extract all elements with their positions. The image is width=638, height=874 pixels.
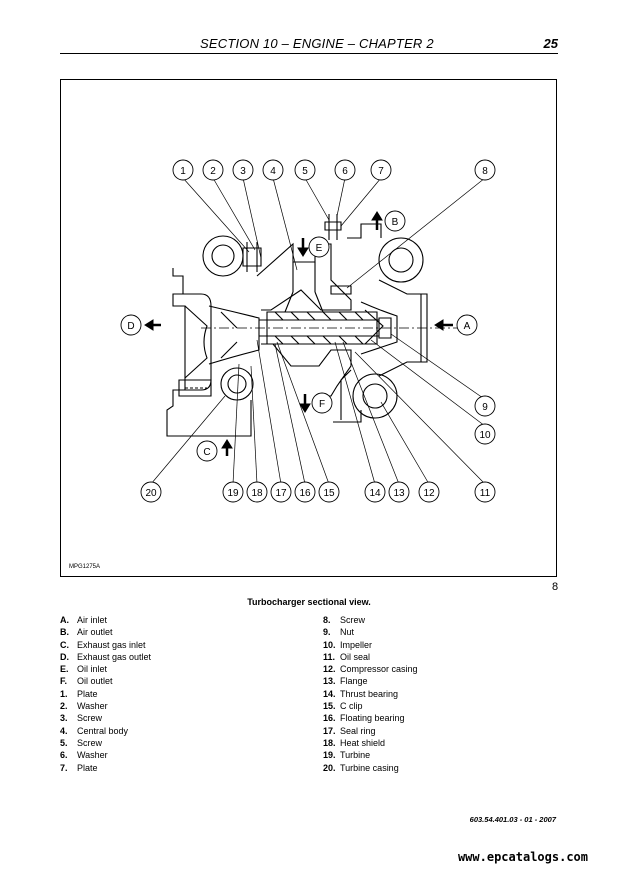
legend-item: B.Air outlet — [60, 627, 113, 638]
callout-16: 16 — [299, 488, 311, 499]
callout-3: 3 — [240, 166, 246, 177]
callout-19: 19 — [227, 488, 239, 499]
legend-item: 20.Turbine casing — [323, 762, 399, 773]
callout-8: 8 — [482, 166, 488, 177]
header-rule — [60, 53, 558, 54]
legend-item: A.Air inlet — [60, 615, 108, 625]
legend-item: 15.C clip — [323, 701, 363, 712]
section-title: SECTION 10 – ENGINE – CHAPTER 2 — [200, 36, 434, 51]
callout-14: 14 — [369, 488, 381, 499]
page-number: 25 — [543, 36, 558, 51]
callout-18: 18 — [251, 488, 263, 499]
callout-13: 13 — [393, 488, 405, 499]
legend-item: 1.Plate — [60, 688, 98, 699]
legend-item: 3.Screw — [60, 713, 103, 724]
callout-15: 15 — [323, 488, 335, 499]
legend-item: 7.Plate — [60, 762, 98, 773]
legend-item: D.Exhaust gas outlet — [60, 651, 152, 662]
callout-5: 5 — [302, 166, 308, 177]
legend-item: E.Oil inlet — [60, 664, 108, 675]
legend-item: 6.Washer — [60, 750, 108, 761]
legend-item: 4.Central body — [60, 725, 129, 736]
document-number: 603.54.401.03 - 01 - 2007 — [469, 815, 556, 824]
legend-item: 13.Flange — [323, 676, 368, 687]
legend-column-right: 8.Screw 9.Nut 10.Impeller 11.Oil seal 12… — [323, 614, 418, 774]
legend-item: 16.Floating bearing — [323, 713, 405, 724]
legend-item: 11.Oil seal — [323, 651, 371, 662]
figure-frame: 1 2 3 4 5 6 7 8 9 10 11 12 13 14 15 16 1… — [60, 79, 557, 577]
callout-11: 11 — [480, 488, 491, 499]
figure-number: 8 — [552, 581, 559, 593]
legend-item: 8.Screw — [323, 615, 366, 625]
legend-item: 5.Screw — [60, 737, 103, 748]
legend-item: 14.Thrust bearing — [323, 688, 399, 699]
callout-10: 10 — [479, 430, 491, 441]
legend-item: 18.Heat shield — [323, 737, 386, 748]
callout-6: 6 — [342, 166, 348, 177]
website-watermark[interactable]: www.epcatalogs.com — [457, 850, 588, 864]
legend-item: 2.Washer — [60, 701, 108, 712]
figure-code: MPG1275A — [69, 564, 101, 570]
legend-item: C.Exhaust gas inlet — [60, 639, 146, 650]
callout-12: 12 — [423, 488, 435, 499]
legend-item: 19.Turbine — [323, 750, 371, 761]
turbocharger-diagram: 1 2 3 4 5 6 7 8 9 10 11 12 13 14 15 16 1… — [120, 159, 496, 503]
legend-item: 12.Compressor casing — [323, 664, 418, 675]
legend-item: 9.Nut — [323, 627, 355, 638]
legend-item: 10.Impeller — [323, 639, 373, 650]
callout-2: 2 — [210, 166, 216, 177]
callout-9: 9 — [482, 402, 488, 413]
figure-caption: Turbocharger sectional view. — [247, 597, 371, 607]
callout-F: F — [319, 399, 325, 410]
callout-B: B — [392, 217, 399, 228]
callout-7: 7 — [378, 166, 384, 177]
callout-4: 4 — [270, 166, 276, 177]
callout-D: D — [127, 321, 134, 332]
legend-item: F.Oil outlet — [60, 676, 113, 687]
callout-A: A — [464, 321, 471, 332]
callout-E: E — [316, 243, 323, 254]
callout-20: 20 — [145, 488, 157, 499]
legend-item: 17.Seal ring — [323, 725, 376, 736]
page-header: SECTION 10 – ENGINE – CHAPTER 2 25 — [60, 36, 558, 52]
callout-C: C — [203, 447, 210, 458]
callout-17: 17 — [275, 488, 287, 499]
legend-column-left: A.Air inlet B.Air outlet C.Exhaust gas i… — [60, 614, 151, 774]
callout-1: 1 — [180, 166, 186, 177]
